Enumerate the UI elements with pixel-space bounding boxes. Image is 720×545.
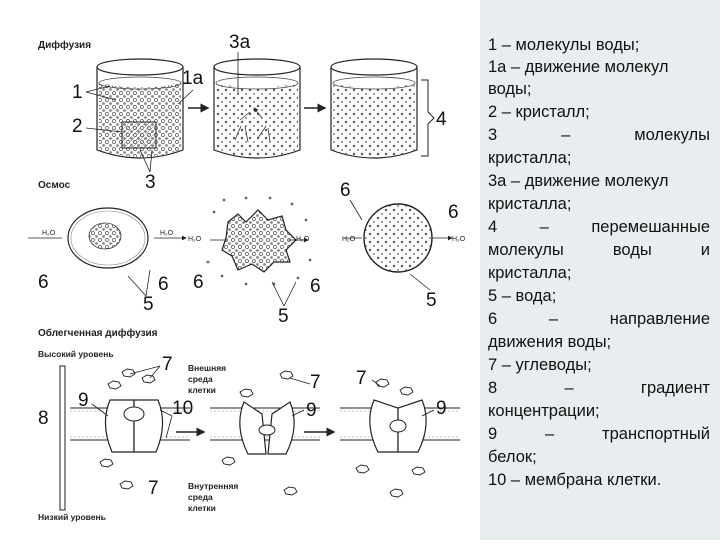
- label-3: 3: [145, 172, 156, 193]
- label-7-c: 7: [356, 368, 367, 389]
- legend-line-3: воды;: [488, 80, 532, 98]
- high-level-label: Высокий уровень: [38, 349, 114, 359]
- gradient-bar: [59, 365, 66, 511]
- diagram-figure: Диффузия 3а 1а 1 2 4 3 Осмос: [28, 32, 466, 522]
- inner-env-line-3: клетки: [188, 503, 216, 513]
- osmosis-cell-3: [344, 203, 452, 273]
- label-6-mid2: 6: [193, 272, 204, 293]
- leader-5-right: [409, 273, 431, 291]
- leader-5-mid: [271, 281, 297, 307]
- osmosis-cell-1: [28, 207, 186, 269]
- label-5-right: 5: [426, 290, 437, 311]
- label-4: 4: [436, 109, 447, 130]
- carbohydrates: [99, 368, 426, 498]
- inner-env-line-1: Внутренняя: [188, 481, 238, 491]
- label-5-mid: 5: [278, 306, 289, 327]
- legend-line-19: белок;: [488, 448, 537, 466]
- legend-line-16: 8 – градиент: [488, 379, 710, 397]
- osmosis-title: Осмос: [38, 180, 71, 191]
- beaker-3: [330, 58, 418, 159]
- outer-env-line-2: среда: [188, 374, 213, 384]
- diffusion-title: Диффузия: [38, 39, 91, 51]
- label-7-b: 7: [310, 372, 321, 393]
- legend-line-2: 1а – движение молекул: [488, 58, 669, 76]
- label-6-mid3: 6: [310, 276, 321, 297]
- beaker-2: [213, 58, 301, 159]
- outer-env-line-3: клетки: [188, 385, 216, 395]
- leader-1: [85, 85, 117, 101]
- label-7-d: 7: [148, 478, 159, 499]
- legend-line-9: 4 – перемешанные: [488, 218, 710, 236]
- leader-9-mid: [291, 409, 305, 417]
- outer-env-line-1: Внешняя: [188, 363, 226, 373]
- label-6-mid1: 6: [158, 274, 169, 295]
- legend-line-10: молекулы воды и: [488, 241, 710, 259]
- label-6-top: 6: [340, 180, 351, 201]
- leader-6-top: [349, 199, 363, 221]
- legend-line-20: 10 – мембрана клетки.: [488, 471, 662, 489]
- legend-line-1: 1 – молекулы воды;: [488, 36, 640, 54]
- inner-env-line-2: среда: [188, 492, 213, 502]
- leader-9-left: [91, 403, 109, 417]
- beaker-1: [96, 58, 184, 159]
- label-7-a: 7: [162, 354, 173, 375]
- leader-3: [139, 149, 153, 173]
- label-5-left: 5: [143, 294, 154, 315]
- h2o-label-2b: H₂O: [296, 236, 310, 243]
- transport-protein-2: [239, 401, 295, 455]
- leader-10: [159, 409, 173, 439]
- label-8: 8: [38, 408, 49, 429]
- leader-9-right: [421, 409, 435, 417]
- h2o-label-1a: H₂O: [42, 230, 56, 237]
- h2o-label-1b: H₂O: [160, 230, 174, 237]
- legend-line-15: 7 – углеводы;: [488, 356, 592, 374]
- legend-line-11: кристалла;: [488, 264, 572, 282]
- leader-7-b: [289, 377, 311, 385]
- label-6-right: 6: [448, 202, 459, 223]
- legend-line-18: 9 – транспортный: [488, 425, 710, 443]
- leader-1a: [177, 89, 194, 105]
- legend-line-6: кристалла;: [488, 149, 572, 167]
- label-9-right: 9: [436, 398, 447, 419]
- h2o-label-3b: H₂O: [452, 236, 466, 243]
- diagram-svg: Диффузия 3а 1а 1 2 4 3 Осмос: [28, 32, 466, 522]
- leader-5-left: [127, 269, 151, 297]
- legend-line-13: 6 – направление: [488, 310, 710, 328]
- facilitated-title: Облегченная диффузия: [38, 327, 158, 339]
- legend-line-12: 5 – вода;: [488, 287, 557, 305]
- label-10: 10: [172, 398, 193, 419]
- bracket-4: [421, 79, 435, 157]
- legend-line-5: 3 – молекулы: [488, 126, 710, 144]
- osmosis-cell-2: [206, 196, 312, 286]
- label-9-mid: 9: [306, 400, 317, 421]
- label-3a: 3а: [229, 32, 251, 53]
- legend-line-8: кристалла;: [488, 195, 572, 213]
- low-level-label: Низкий уровень: [38, 512, 106, 522]
- leader-7-c: [371, 379, 381, 387]
- legend-line-4: 2 – кристалл;: [488, 103, 590, 121]
- legend-line-7: 3а – движение молекул: [488, 172, 669, 190]
- label-1: 1: [72, 82, 83, 103]
- leader-2: [85, 127, 123, 133]
- legend-line-14: движения воды;: [488, 333, 612, 351]
- label-2: 2: [72, 116, 83, 137]
- transport-protein-3: [369, 399, 427, 453]
- legend-line-17: концентрации;: [488, 402, 600, 420]
- leader-7-a: [129, 365, 161, 379]
- label-1a: 1а: [182, 68, 204, 89]
- h2o-label-2a: H₂O: [188, 236, 202, 243]
- transport-protein-1: [104, 399, 164, 453]
- h2o-label-3a: H₂O: [342, 236, 356, 243]
- label-6-left: 6: [38, 272, 49, 293]
- legend-panel: 1 – молекулы воды; 1а – движение молекул…: [480, 0, 720, 540]
- label-9-left: 9: [78, 390, 89, 411]
